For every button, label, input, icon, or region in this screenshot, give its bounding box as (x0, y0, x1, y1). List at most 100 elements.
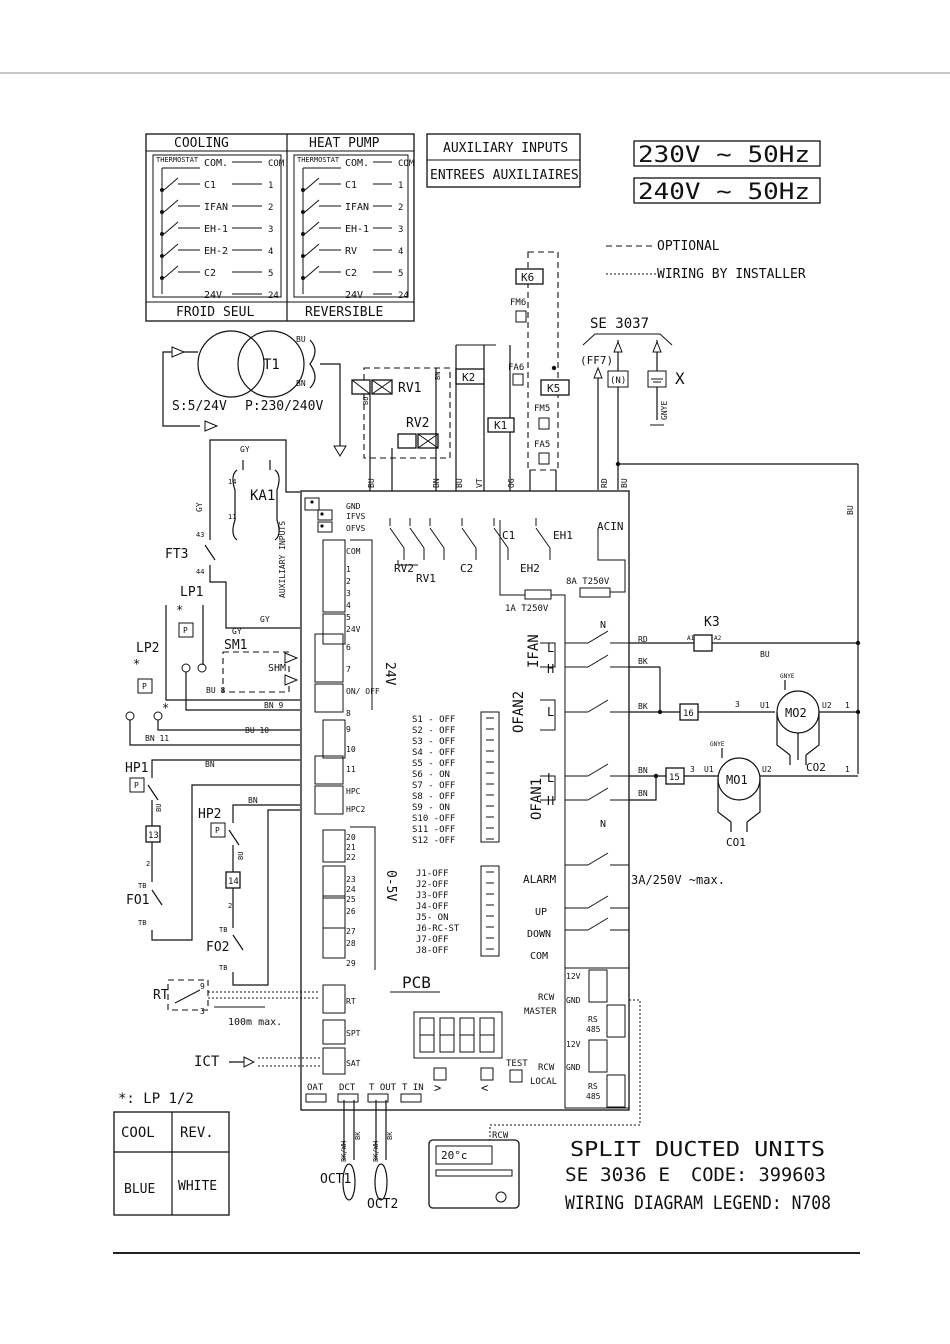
thermostat-terminal: 3 (268, 225, 273, 235)
relay-label: RV2 (394, 562, 414, 575)
terminal-pin (320, 524, 324, 528)
fan-bracket (540, 699, 556, 731)
pcb-terminal-label: ON/ OFF (346, 687, 380, 696)
svg-text:RCW: RCW (538, 1063, 555, 1073)
thermostat-contact: IFAN (345, 202, 369, 213)
svg-text:16: 16 (683, 709, 694, 719)
cooling-thermostat-label: THERMOSTAT (156, 156, 199, 164)
svg-text:1: 1 (845, 701, 850, 710)
lp-note: *: LP 1/2 (118, 1091, 194, 1107)
terminal-block (322, 613, 346, 645)
svg-text:BK: BK (638, 657, 648, 666)
svg-text:3: 3 (690, 765, 695, 774)
relay-label: C2 (460, 562, 473, 575)
pcb-terminal-label: 10 (346, 745, 356, 754)
svg-text:P: P (215, 826, 220, 835)
svg-text:FM5: FM5 (534, 404, 550, 414)
svg-text:U1: U1 (704, 765, 714, 774)
svg-text:MASTER: MASTER (524, 1007, 557, 1017)
ifan-label: IFAN (526, 634, 542, 668)
thermostat-terminal: 24 (268, 291, 279, 301)
svg-text:9: 9 (200, 982, 205, 991)
terminal-block (322, 1019, 346, 1045)
svg-text:2: 2 (228, 902, 232, 910)
svg-text:FA6: FA6 (508, 363, 524, 373)
fo2-label: FO2 (206, 940, 229, 955)
svg-text:VT: VT (475, 478, 484, 488)
terminal-block (322, 719, 346, 759)
relay-contact (461, 527, 477, 549)
fo1-label: FO1 (126, 893, 149, 908)
ff7-label: (FF7) (580, 354, 613, 367)
pcb-terminal-label: COM (346, 547, 361, 556)
title-model: SE 3036 E (565, 1164, 670, 1186)
relay-label: ACIN (597, 520, 624, 533)
svg-text:L: L (547, 705, 554, 719)
fan-contact (587, 917, 609, 931)
svg-text:BN: BN (248, 796, 258, 805)
svg-text:RD: RD (638, 635, 648, 644)
bottom-terminal-label: T IN (402, 1083, 424, 1093)
thermostat-contact: COM. (345, 158, 369, 169)
jumper-label: J6-RC-ST (416, 924, 460, 934)
heatpump-thermostat-label: THERMOSTAT (297, 156, 340, 164)
svg-text:1: 1 (845, 765, 850, 774)
lp2-label: LP2 (136, 641, 159, 656)
thermostat-terminal: 1 (268, 181, 273, 191)
svg-text:BU: BU (367, 478, 376, 488)
thermostat-contact: EH-1 (204, 224, 228, 235)
dip-switch-label: S6 - ON (412, 770, 450, 780)
svg-text:FM6: FM6 (510, 298, 526, 308)
svg-text:FA5: FA5 (534, 440, 550, 450)
thermostat-contact: RV (345, 246, 357, 257)
pcb-terminal-label: 24V (346, 625, 361, 634)
svg-text:RD: RD (600, 478, 609, 488)
pcb-top-wires: BU BN BU VT OG RD BU N N N BU (366, 461, 859, 774)
fan-contact (587, 630, 609, 644)
pcb-terminal-label: 28 (346, 939, 356, 948)
svg-text:BK: BK (638, 702, 648, 711)
svg-text:<: < (481, 1081, 488, 1095)
svg-text:BN: BN (205, 760, 215, 769)
relay-contact (493, 527, 509, 549)
thermostat-contact: C2 (345, 268, 357, 279)
bottom-terminal-label: OAT (307, 1083, 324, 1093)
svg-text:BU: BU (455, 478, 464, 488)
terminal-block (317, 521, 333, 533)
svg-text:*: * (162, 701, 169, 715)
terminal-pin (320, 512, 324, 516)
thermostat-terminal: 4 (268, 247, 273, 257)
svg-text:L: L (547, 771, 554, 785)
svg-text:485: 485 (586, 1092, 601, 1101)
transformer-t1: T1 BU BN S:5/24V P:230/240V (162, 330, 347, 457)
terminal-block (314, 633, 344, 683)
jumper-label: J8-OFF (416, 946, 449, 956)
pcb-terminal-label: 25 (346, 895, 356, 904)
svg-text:N: N (600, 620, 606, 631)
relay-contact (429, 527, 445, 549)
t1-secondary: S:5/24V (172, 399, 227, 414)
relay-bridge (397, 560, 418, 566)
svg-text:BN: BN (638, 766, 648, 775)
jumper-label: J5- ON (416, 913, 449, 923)
svg-text:GNYE: GNYE (710, 741, 725, 748)
alarm-rating: 3A/250V ~max. (631, 873, 725, 887)
k5-label: K5 (547, 382, 560, 395)
auxiliary-inputs-box: AUXILIARY INPUTS ENTREES AUXILIAIRES (426, 133, 581, 188)
svg-text:TB: TB (138, 919, 146, 927)
svg-text:BN 11: BN 11 (145, 734, 169, 743)
heatpump-footer: REVERSIBLE (305, 305, 383, 320)
jumper-label: J3-OFF (416, 891, 449, 901)
svg-text:2: 2 (146, 860, 150, 868)
pcb-terminal-label: 27 (346, 927, 356, 936)
neutral-label: (N) (610, 376, 626, 386)
fan-contact (587, 763, 609, 777)
thermostat-contact: 24V (345, 290, 363, 301)
k6-label: K6 (521, 271, 534, 284)
terminal-block (322, 829, 346, 863)
svg-text:BN: BN (434, 372, 442, 380)
hp1-label: HP1 (125, 761, 148, 776)
pcb-terminal-label: 20 (346, 833, 356, 842)
pcb-terminal-label: 8 (346, 709, 351, 718)
